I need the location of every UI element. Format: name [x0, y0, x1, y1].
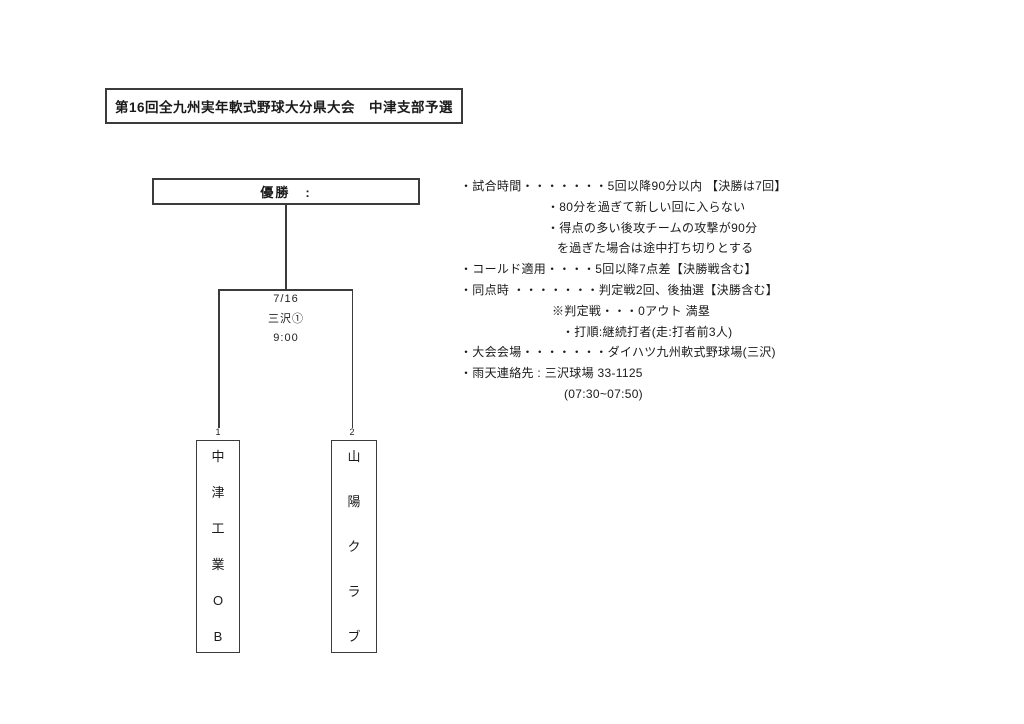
rule-line: ・雨天連絡先 : 三沢球場 33-1125: [460, 366, 643, 381]
rule-line: ・得点の多い後攻チームの攻撃が90分: [547, 220, 758, 235]
team-seed-number: 2: [349, 427, 355, 437]
tournament-title-box: 第16回全九州実年軟式野球大分県大会 中津支部予選: [105, 88, 463, 124]
rule-line: ・同点時 ・・・・・・・判定戦2回、後抽選【決勝含む】: [460, 282, 779, 297]
match-info: 7/16 三沢① 9:00: [256, 290, 316, 349]
team-name-char: ラ: [347, 584, 361, 599]
rule-line: ・大会会場・・・・・・・ダイハツ九州軟式野球場(三沢): [460, 345, 776, 360]
tournament-title: 第16回全九州実年軟式野球大分県大会 中津支部予選: [114, 100, 453, 115]
team-name-char: 業: [211, 557, 225, 572]
bracket-line-left-drop: [218, 289, 220, 428]
team-seed-number: 1: [215, 427, 221, 437]
team-name-char: 工: [211, 521, 225, 536]
team-name-char: 山: [347, 449, 361, 464]
team-name-char: 中: [211, 449, 225, 464]
match-date: 7/16: [273, 293, 299, 305]
team-box-2: 山陽クラブ: [331, 440, 377, 653]
bracket-line-right-drop: [351, 289, 353, 428]
rule-line: ・打順:継続打者(走:打者前3人): [562, 324, 733, 339]
team-box-1: 中津工業 O B: [196, 440, 240, 653]
winner-label: 優勝 :: [260, 185, 312, 200]
team-name-char: 陽: [347, 494, 361, 509]
rule-line: ・80分を過ぎて新しい回に入らない: [547, 199, 746, 214]
winner-box: 優勝 :: [152, 178, 420, 205]
team-name-char: ク: [347, 539, 361, 554]
match-venue: 三沢①: [268, 312, 304, 325]
rule-line: ・試合時間・・・・・・・5回以降90分以内 【決勝は7回】: [460, 179, 787, 193]
team-name-char: B: [213, 629, 223, 644]
team-name-char: ブ: [347, 629, 361, 644]
team-name-char: O: [212, 593, 224, 608]
rule-line: ※判定戦・・・0アウト 満塁: [552, 303, 711, 318]
rules-panel: ・試合時間・・・・・・・5回以降90分以内 【決勝は7回】 ・80分を過ぎて新し…: [460, 176, 787, 405]
bracket-line-horizontal: [218, 289, 353, 291]
bracket-line-winner-drop: [285, 205, 287, 289]
match-time: 9:00: [273, 332, 299, 344]
team-name-char: 津: [211, 485, 225, 500]
rule-line: ・コールド適用・・・・5回以降7点差【決勝戦含む】: [460, 262, 757, 277]
rule-line: を過ぎた場合は途中打ち切りとする: [557, 241, 754, 256]
rule-line: (07:30~07:50): [564, 386, 643, 401]
